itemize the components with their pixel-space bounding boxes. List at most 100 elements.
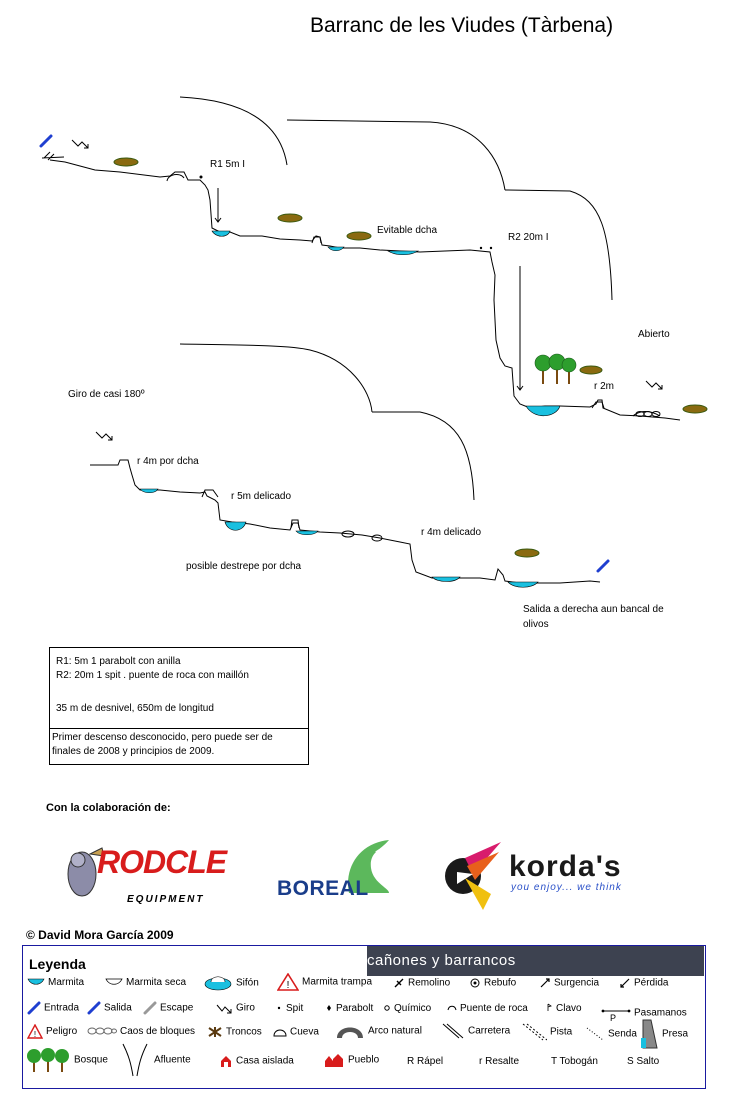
spit-icon bbox=[277, 1007, 281, 1010]
rodcle-mascot-icon bbox=[67, 847, 105, 897]
legend-remolino: Remolino bbox=[393, 977, 450, 989]
legend-afluente: Afluente bbox=[121, 1042, 191, 1078]
legend-giro: Giro bbox=[215, 1001, 255, 1015]
legend-presa: Presa bbox=[637, 1018, 688, 1050]
label-salida-2: olivos bbox=[523, 619, 549, 630]
label-destrepe: posible destrepe por dcha bbox=[186, 561, 302, 572]
legend-resalte: r Resalte bbox=[479, 1056, 520, 1067]
legend-pista: Pista bbox=[521, 1022, 572, 1042]
svg-text:!: ! bbox=[287, 980, 290, 991]
canyon-profile bbox=[39, 96, 708, 588]
legend-clavo: Clavo bbox=[545, 1003, 582, 1014]
arco-natural-icon bbox=[337, 1027, 363, 1038]
info-primer-2: finales de 2008 y principios de 2009. bbox=[52, 746, 215, 757]
caos-bloques-icon bbox=[87, 1027, 117, 1035]
legend-entrada: Entrada bbox=[27, 1001, 79, 1015]
legend-banner: cañones y barrancos bbox=[367, 946, 704, 976]
legend-title: Leyenda bbox=[29, 956, 86, 972]
kordas-emblem-icon bbox=[445, 842, 501, 910]
legend-senda: Senda bbox=[585, 1026, 637, 1042]
legend-escape: Escape bbox=[143, 1001, 193, 1015]
info-divider bbox=[50, 728, 308, 729]
legend-spit: Spit bbox=[275, 1003, 303, 1014]
carretera-icon bbox=[442, 1023, 464, 1039]
legend-rebufo: Rebufo bbox=[469, 977, 516, 989]
legend-carretera: Carretera bbox=[441, 1022, 510, 1040]
svg-text:!: ! bbox=[34, 1030, 36, 1039]
legend-salto: S Salto bbox=[627, 1056, 660, 1067]
label-r4-delicado: r 4m delicado bbox=[421, 527, 482, 538]
rebufo-icon bbox=[470, 978, 480, 988]
page-title: Barranc de les Viudes (Tàrbena) bbox=[310, 14, 614, 37]
collab-title: Con la colaboración de: bbox=[46, 802, 171, 814]
parabolt-icon bbox=[327, 1005, 331, 1012]
legend-puente-roca: Puente de roca bbox=[447, 1003, 528, 1014]
entrada-arrow-icon bbox=[27, 1001, 41, 1015]
legend-banner-text: cañones y barrancos bbox=[367, 952, 516, 969]
remolino-icon bbox=[394, 978, 404, 988]
legend-casa: Casa aislada bbox=[219, 1054, 294, 1068]
troncos-icon bbox=[208, 1027, 222, 1037]
bosque-icon bbox=[27, 1048, 69, 1072]
label-salida-1: Salida a derecha aun bancal de bbox=[523, 604, 664, 615]
legend-marmita: Marmita bbox=[27, 977, 84, 988]
boreal-wordmark: BOREAL bbox=[277, 877, 369, 900]
legend-pueblo: Pueblo bbox=[323, 1052, 379, 1068]
pueblo-icon bbox=[325, 1054, 343, 1067]
label-r2: R2 20m I bbox=[508, 232, 549, 243]
label-r2m: r 2m bbox=[594, 381, 614, 392]
rodcle-wordmark: RODCLE bbox=[97, 844, 227, 880]
legend-surgencia: Surgencia bbox=[539, 977, 599, 989]
legend-troncos: Troncos bbox=[207, 1026, 262, 1038]
legend-bosque: Bosque bbox=[25, 1046, 108, 1074]
legend-peligro: !Peligro bbox=[26, 1023, 77, 1039]
cueva-icon bbox=[273, 1029, 287, 1037]
label-r1: R1 5m I bbox=[210, 159, 246, 170]
boreal-logo: BOREAL bbox=[275, 838, 405, 903]
casa-icon bbox=[221, 1056, 231, 1067]
salida-arrow-icon bbox=[87, 1001, 101, 1015]
legend-rapel: R Rápel bbox=[407, 1056, 444, 1067]
puente-roca-icon bbox=[447, 1006, 457, 1011]
marmita-icon bbox=[27, 979, 45, 985]
legend-tobogan: T Tobogán bbox=[551, 1056, 598, 1067]
rodcle-logo: RODCLE EQUIPMENT bbox=[55, 838, 245, 908]
perdida-icon bbox=[620, 978, 630, 988]
legend-arco: Arco natural bbox=[335, 1022, 422, 1040]
giro-icon bbox=[216, 1004, 232, 1014]
afluente-icon bbox=[122, 1043, 148, 1077]
label-r4-dcha: r 4m por dcha bbox=[137, 456, 199, 467]
senda-icon bbox=[586, 1027, 604, 1041]
quimico-icon bbox=[384, 1005, 390, 1012]
presa-icon bbox=[641, 1019, 658, 1049]
rodcle-subtitle: EQUIPMENT bbox=[127, 894, 205, 905]
kordas-logo: korda's you enjoy... we think bbox=[443, 838, 683, 913]
info-box: R1: 5m 1 parabolt con anilla R2: 20m 1 s… bbox=[49, 647, 309, 765]
legend-marmita-seca: Marmita seca bbox=[105, 977, 186, 988]
legend-sifon: Sifón bbox=[203, 975, 259, 991]
label-abierto: Abierto bbox=[638, 329, 670, 340]
kordas-wordmark: korda's bbox=[509, 850, 622, 883]
warning-icon: ! bbox=[276, 972, 300, 991]
info-primer-1: Primer descenso desconocido, pero puede … bbox=[52, 732, 273, 743]
info-r1: R1: 5m 1 parabolt con anilla bbox=[56, 656, 181, 667]
pasamanos-icon: P bbox=[601, 1009, 631, 1023]
legend-box: Leyenda cañones y barrancos Marmita Marm… bbox=[22, 945, 706, 1089]
legend-salida: Salida bbox=[87, 1001, 132, 1015]
legend-parabolt: Parabolt bbox=[325, 1003, 373, 1014]
boreal-leaf-icon bbox=[348, 840, 391, 893]
legend-marmita-trampa: !Marmita trampa bbox=[276, 972, 372, 991]
info-desnivel: 35 m de desnivel, 650m de longitud bbox=[56, 703, 214, 714]
legend-perdida: Pérdida bbox=[619, 977, 668, 989]
marmita-seca-icon bbox=[105, 978, 123, 986]
peligro-icon: ! bbox=[26, 1023, 44, 1039]
copyright: © David Mora García 2009 bbox=[26, 928, 174, 942]
label-r5: r 5m delicado bbox=[231, 491, 292, 502]
pista-icon bbox=[522, 1023, 548, 1041]
clavo-icon bbox=[547, 1004, 552, 1012]
label-giro: Giro de casi 180º bbox=[68, 389, 145, 400]
kordas-subtitle: you enjoy... we think bbox=[511, 882, 622, 893]
legend-caos: Caos de bloques bbox=[87, 1026, 195, 1037]
surgencia-icon bbox=[540, 978, 550, 988]
